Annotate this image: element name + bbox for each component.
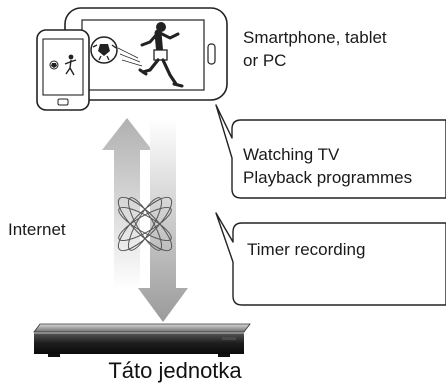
internet-globe-icon: [117, 196, 173, 252]
caption: Táto jednotka: [108, 358, 242, 383]
bubble-watching-tv-line1: Watching TV: [243, 145, 340, 164]
soccer-player-icon: [138, 22, 184, 88]
bubble-timer-recording-text: Timer recording: [247, 240, 366, 259]
bubble-watching-tv: [215, 104, 446, 199]
tablet-icon: [64, 7, 228, 101]
bubble-timer-recording: [215, 212, 446, 306]
smartphone-icon: [36, 29, 90, 111]
bubble-watching-tv-text: Watching TV Playback programmes: [243, 143, 412, 189]
internet-label: Internet: [8, 220, 66, 239]
device-label-line2: or PC: [243, 51, 287, 70]
soccer-ball-icon: [90, 36, 143, 67]
blu-ray-recorder-icon: [33, 323, 251, 357]
device-label: Smartphone, tablet or PC: [243, 26, 387, 72]
device-label-line1: Smartphone, tablet: [243, 28, 387, 47]
arrow-up-icon: [102, 118, 152, 290]
bubble-watching-tv-line2: Playback programmes: [243, 168, 413, 187]
